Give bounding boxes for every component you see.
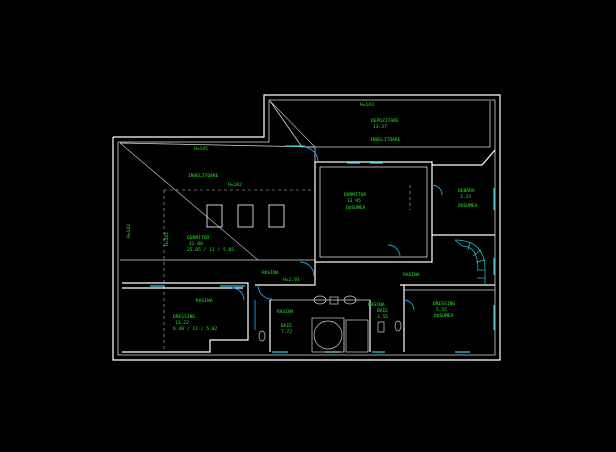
material-label: RASINA — [196, 298, 213, 304]
material-label: RASINA — [403, 272, 420, 278]
room-name: DORMITOR — [344, 192, 366, 198]
room-labels: H=143 DEPOZITARE 13.37 INVELITOARE H=145… — [126, 102, 478, 335]
room-area: 13.22 — [175, 320, 189, 326]
height-label: H=143 — [126, 224, 132, 238]
skylight-3 — [268, 204, 285, 228]
interior-walls — [122, 149, 496, 353]
height-label: H=182 — [164, 232, 170, 246]
height-label: H=182 — [228, 182, 242, 188]
room-name: DRESSING — [433, 301, 455, 307]
room-floor: DUSUMEA — [458, 203, 478, 209]
skylight-2 — [237, 204, 254, 228]
toilet — [258, 330, 266, 342]
sink — [343, 295, 357, 305]
staircase — [454, 239, 486, 285]
skylight-1 — [206, 204, 223, 228]
skylights — [206, 204, 285, 228]
material-label: RASINA — [277, 309, 294, 315]
room-area: 5.55 — [436, 307, 447, 313]
room-floor: DUSUMEA — [346, 205, 366, 211]
sink — [313, 295, 327, 305]
material-label: RASINA — [262, 270, 279, 276]
room-name: BAIE — [377, 308, 388, 314]
room-name: DEBARA — [458, 188, 475, 194]
windows — [150, 145, 495, 353]
material-label: RASINA — [368, 302, 385, 308]
doors — [231, 146, 443, 352]
room-extra: 6.40 / 11 / 5.02 — [173, 326, 217, 332]
room-name: DORMITOR — [187, 235, 209, 241]
height-label: H=2.93 — [283, 277, 300, 283]
room-name: BAIE — [281, 323, 292, 329]
toilet — [394, 320, 402, 332]
room-area: 7.72 — [281, 329, 292, 335]
room-area: 13.37 — [373, 124, 387, 130]
roof-label: INVELITOARE — [370, 137, 401, 143]
room-extra: 25.05 / 11 / 5.05 — [187, 247, 234, 253]
room-floor: DUSUMEA — [434, 313, 454, 319]
room-name: DRESSING — [173, 314, 195, 320]
outer-walls — [112, 94, 501, 361]
fixtures — [258, 295, 402, 353]
height-label: H=145 — [194, 146, 208, 152]
height-label: H=143 — [360, 102, 374, 108]
room-area: 42.00 — [189, 241, 203, 247]
roof-label: INVELITOARE — [188, 173, 219, 179]
room-name: DEPOZITARE — [371, 118, 399, 124]
room-area: 3.22 — [460, 194, 471, 200]
room-area: 13.95 — [347, 198, 361, 204]
shower — [313, 320, 343, 350]
room-area: 3.55 — [377, 314, 388, 320]
